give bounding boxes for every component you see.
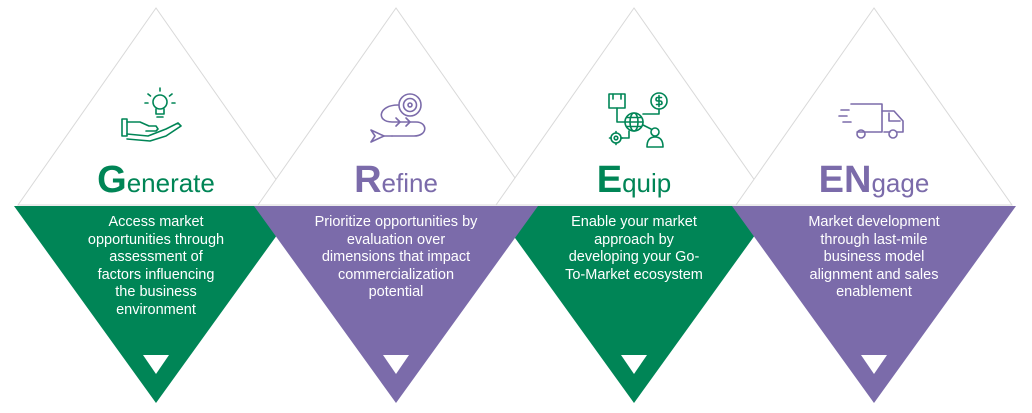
card-generate-upper: [17, 7, 295, 206]
description-line: Prioritize opportunities by: [314, 214, 478, 230]
card-description-generate: Access market opportunities through asse…: [71, 214, 241, 320]
expand-arrow-generate[interactable]: [143, 355, 169, 374]
expand-arrow-refine[interactable]: [383, 355, 409, 374]
title-initial: EN: [818, 159, 872, 201]
description-line: dimensions that impact: [321, 249, 471, 266]
expand-arrow-equip[interactable]: [621, 355, 647, 374]
description-line: potential: [368, 284, 424, 301]
card-refine-lower: [254, 206, 538, 403]
title-initial: R: [354, 159, 382, 201]
title-rest: quip: [622, 168, 672, 198]
ecosystem-network-icon: [608, 92, 668, 148]
card-generate-lower: [14, 206, 298, 403]
card-description-engage: Market development through last-mile bus…: [789, 214, 959, 302]
delivery-truck-icon: [838, 103, 904, 139]
description-line: evaluation over: [346, 231, 446, 248]
card-title-refine: Refine: [296, 160, 496, 203]
title-rest: enerate: [126, 168, 215, 198]
title-rest: gage: [871, 168, 930, 198]
card-title-generate: Generate: [56, 160, 256, 203]
expand-arrow-engage[interactable]: [861, 355, 887, 374]
description-line: approach by: [594, 231, 674, 248]
description-line: business model: [823, 249, 925, 266]
card-equip-upper: [495, 7, 773, 206]
description-line: factors influencing: [97, 266, 215, 283]
card-engage-upper: [735, 7, 1013, 206]
target-arrow-icon: [370, 93, 426, 143]
description-line: commercialization: [337, 266, 455, 283]
description-line: assessment of: [109, 249, 203, 266]
description-line: Access market: [108, 214, 204, 230]
title-rest: efine: [381, 168, 438, 198]
card-engage-lower: [732, 206, 1016, 403]
description-line: through last-mile: [820, 231, 928, 248]
card-description-equip: Enable your market approach by developin…: [544, 214, 724, 284]
card-title-engage: ENgage: [774, 160, 974, 203]
hand-lightbulb-icon: [121, 87, 182, 142]
description-line: opportunities through: [87, 231, 225, 248]
card-refine-upper: [257, 7, 535, 206]
card-description-refine: Prioritize opportunities by evaluation o…: [296, 214, 496, 302]
description-line: To-Market ecosystem: [565, 266, 703, 283]
description-line: enablement: [836, 284, 912, 301]
description-line: alignment and sales: [809, 266, 939, 283]
title-initial: E: [596, 159, 623, 201]
description-line: the business: [115, 284, 197, 301]
card-title-equip: Equip: [534, 160, 734, 203]
description-line: environment: [116, 301, 196, 318]
card-equip-lower: [492, 206, 776, 403]
title-initial: G: [97, 159, 127, 201]
description-line: developing your Go-: [568, 249, 700, 266]
description-line: Market development: [808, 214, 940, 230]
description-line: Enable your market: [571, 214, 697, 230]
